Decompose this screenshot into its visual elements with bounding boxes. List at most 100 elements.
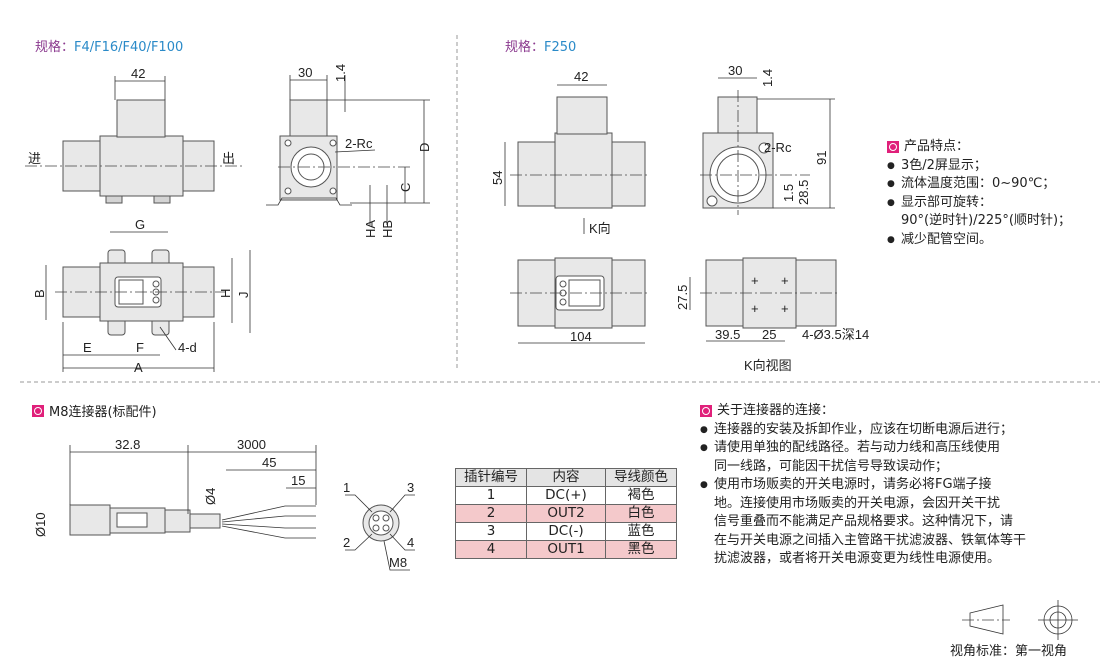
table-cell: 褐色 [605,486,677,505]
features-list: 产品特点： 3色/2屏显示； 流体温度范围：0~90℃； 显示部可旋转： 90°… [887,138,1071,249]
svg-text:+: + [781,273,789,288]
svg-text:+: + [781,301,789,316]
dim-2-rc: 2-Rc [345,136,373,151]
inlet-label: 进 [28,151,41,166]
table-cell: OUT2 [526,504,606,523]
dim-54: 54 [490,171,505,185]
column-header: 插针编号 [455,468,527,487]
dim-27-5: 27.5 [675,285,690,310]
dim-1-4: 1.4 [333,64,348,82]
table-cell: DC(-) [526,522,606,541]
features-heading: 产品特点： [887,138,1071,157]
dim-3000: 3000 [237,437,266,452]
pin-2-label: 2 [343,535,350,550]
spec-models: F250 [544,40,577,55]
note-item: 请使用单独的配线路径。若与动力线和高压线使用 [700,439,1026,458]
left-side-view: 30 1.4 2-Rc D C HA HB [266,64,432,238]
dim-H: H [218,289,233,298]
dim-42: 42 [131,66,145,81]
dim-91: 91 [814,151,829,165]
pin-3-label: 3 [407,480,414,495]
dim-15: 15 [291,473,305,488]
left-front-view: 42 进 出 [25,66,245,204]
note-item-continued: 在与开关电源之间插入主管路干扰滤波器、铁氧体等干 [714,532,1027,548]
dim-28-5: 28.5 [796,180,811,205]
table-header-row: 插针编号内容导线颜色 [455,468,677,487]
dim-HA: HA [363,220,378,238]
m8-label: M8 [389,555,407,570]
dim-1-5: 1.5 [781,184,796,202]
dim-d4: Ø4 [203,488,218,505]
note-item-continued: 地。连接使用市场贩卖的开关电源，会因开关干扰 [714,495,1001,511]
right-top-view: 104 [510,257,650,344]
spec-label: 规格： [35,40,75,55]
dim-E: E [83,340,92,355]
table-cell: 2 [455,504,527,523]
right-side-view: 30 1.4 91 2-Rc 1.5 28.5 [700,63,835,215]
svg-text:+: + [751,301,759,316]
feature-item: 显示部可旋转： [887,194,1071,213]
dim-A: A [134,360,143,375]
table-cell: 黑色 [605,540,677,559]
column-header: 内容 [526,468,606,487]
dim-32-8: 32.8 [115,437,140,452]
features-title: 产品特点： [904,139,970,154]
circle-marker-icon [700,405,712,418]
svg-text:+: + [751,273,759,288]
dim-J: J [236,292,251,299]
table-cell: 3 [455,522,527,541]
spec-models: F4/F16/F40/F100 [74,40,184,55]
feature-item-continued: 90°(逆时针)/225°(顺时针)； [901,213,1072,228]
table-cell: 蓝色 [605,522,677,541]
spec-label: 规格： [505,40,545,55]
k-direction-view: ++++ 27.5 39.5 25 4-Ø3.5深14 K向视图 [675,257,869,373]
dim-d10: Ø10 [33,512,48,537]
circle-marker-icon [32,404,44,417]
feature-item: 流体温度范围：0~90℃； [887,175,1071,194]
note-item: 连接器的安装及拆卸作业，应该在切断电源后进行； [700,421,1026,440]
dim-25: 25 [762,327,776,342]
dim-42: 42 [574,69,588,84]
k-view-caption: K向视图 [744,358,792,373]
connector-heading: M8连接器(标配件) [32,401,157,420]
k-direction-label: K向 [589,221,611,236]
notes-heading: 关于连接器的连接： [700,402,1026,421]
first-angle-projection-symbol [962,600,1078,640]
notes-title: 关于连接器的连接： [717,403,835,418]
right-front-view: 42 54 K向 [490,69,650,236]
table-cell: 4 [455,540,527,559]
dim-30: 30 [728,63,742,78]
note-item-continued: 信号重叠而不能满足产品规格要求。这种情况下，请 [714,514,1014,529]
right-spec-title: 规格：F250 [505,36,576,55]
dim-C: C [398,183,413,192]
dim-2-rc: 2-Rc [764,140,792,155]
dim-D: D [417,143,432,152]
column-header: 导线颜色 [605,468,677,487]
dim-4-d: 4-d [178,340,197,355]
left-top-view: G B H J E F A 4-d [32,217,251,375]
view-standard-label: 视角标准：第一视角 [950,644,1068,659]
table-cell: 白色 [605,504,677,523]
dim-30: 30 [298,65,312,80]
table-cell: 1 [455,486,527,505]
dim-B: B [32,289,47,298]
feature-item: 减少配管空间。 [887,231,1071,250]
dim-45: 45 [262,455,276,470]
pin-4-label: 4 [407,535,414,550]
dim-holes: 4-Ø3.5深14 [802,327,869,342]
dim-104: 104 [570,329,592,344]
m8-connector-drawing: 32.8 3000 45 15 Ø10 Ø4 1 3 2 4 M8 [33,437,415,571]
dim-1-4: 1.4 [760,69,775,87]
table-cell: OUT1 [526,540,606,559]
note-item-continued: 同一线路，可能因干扰信号导致误动作； [714,458,949,474]
circle-marker-icon [887,141,899,154]
dim-HB: HB [380,220,395,238]
dim-G: G [135,217,145,232]
left-spec-title: 规格：F4/F16/F40/F100 [35,36,183,55]
connection-notes: 关于连接器的连接： 连接器的安装及拆卸作业，应该在切断电源后进行； 请使用单独的… [700,402,1026,569]
